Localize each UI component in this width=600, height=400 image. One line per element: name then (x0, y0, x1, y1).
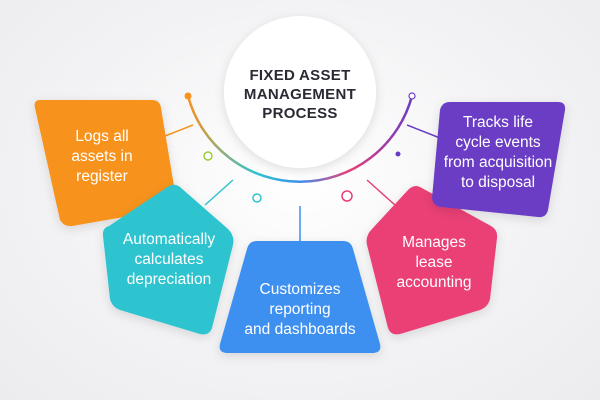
connector-dot-1 (184, 92, 192, 100)
center-circle (224, 16, 376, 168)
diagram-title: FIXED ASSET MANAGEMENT PROCESS (243, 67, 357, 122)
connector-dot-4 (341, 190, 353, 202)
step-card-5 (432, 102, 566, 218)
connector-line-4 (366, 179, 396, 206)
step-card-1 (34, 100, 177, 227)
step-label-4: Manages lease accounting (396, 234, 472, 291)
step-card-4 (366, 186, 498, 335)
step-card-2 (102, 184, 234, 335)
connector-dot-5 (395, 151, 401, 157)
step-label-1: Logs all assets in register (71, 128, 133, 185)
connector-arc (186, 95, 414, 184)
connector-dot-3 (252, 193, 262, 203)
connector-line-5 (406, 124, 441, 139)
step-card-3 (219, 241, 381, 353)
step-label-2: Automatically calculates depreciation (122, 231, 216, 288)
step-label-3: Customizes reporting and dashboards (244, 281, 356, 338)
connector-dot-2 (203, 151, 213, 161)
step-label-5: Tracks life cycle events from acquisitio… (443, 114, 553, 191)
connector-line-2 (204, 179, 234, 206)
connector-dot-6 (408, 92, 416, 100)
